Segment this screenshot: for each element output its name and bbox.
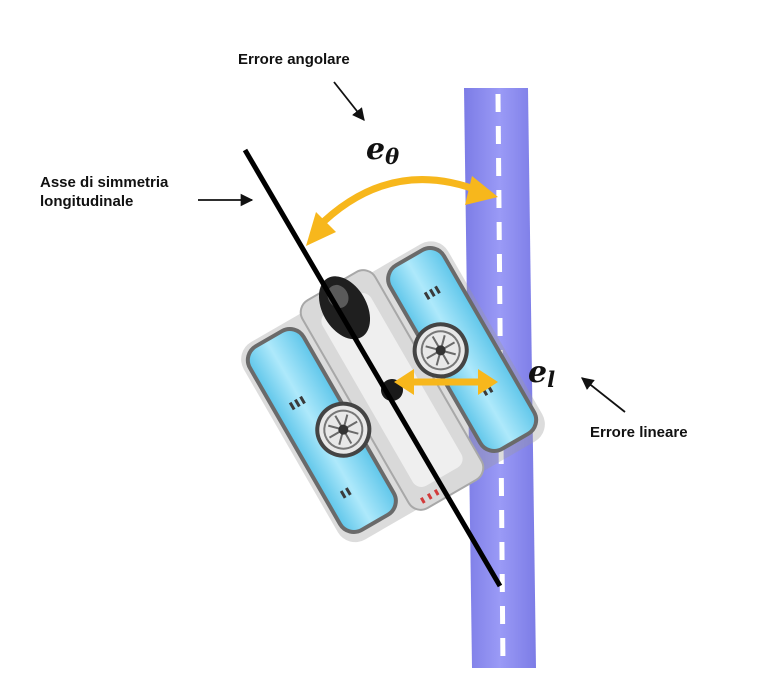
symmetry-axis-label-line2: longitudinale: [40, 193, 134, 210]
linear-error-label: Errore lineare: [590, 424, 688, 441]
symmetry-axis-line: [242, 148, 503, 588]
linear-error-arrowhead-right: [478, 369, 498, 395]
angular-error-arrow: [306, 176, 498, 246]
symmetry-axis-label: Asse di simmetria longitudinale: [40, 173, 168, 211]
linear-error-symbol: el: [528, 355, 555, 392]
robot-left-thruster: [315, 401, 372, 458]
linear-error-arrowhead-left: [394, 369, 414, 395]
robot-pontoon-marks: [288, 285, 494, 499]
linear-error-symbol-base: e: [528, 355, 548, 390]
robot-red-marks: [420, 489, 440, 504]
angular-error-symbol: eθ: [366, 132, 399, 169]
angular-error-arrowhead-right: [465, 176, 498, 205]
linear-error-pointer-arrow: [581, 377, 626, 413]
linear-error-symbol-sub: l: [547, 367, 556, 392]
angular-error-symbol-base: e: [366, 132, 386, 167]
symmetry-axis-label-line1: Asse di simmetria: [40, 174, 169, 191]
robot-right-thruster: [412, 322, 469, 379]
angular-error-label: Errore angolare: [238, 51, 350, 68]
angular-error-arrowhead-left: [306, 212, 336, 246]
linear-error-arrow: [394, 369, 498, 395]
angular-error-symbol-sub: θ: [385, 144, 400, 169]
angular-error-pointer-arrow: [333, 81, 365, 121]
